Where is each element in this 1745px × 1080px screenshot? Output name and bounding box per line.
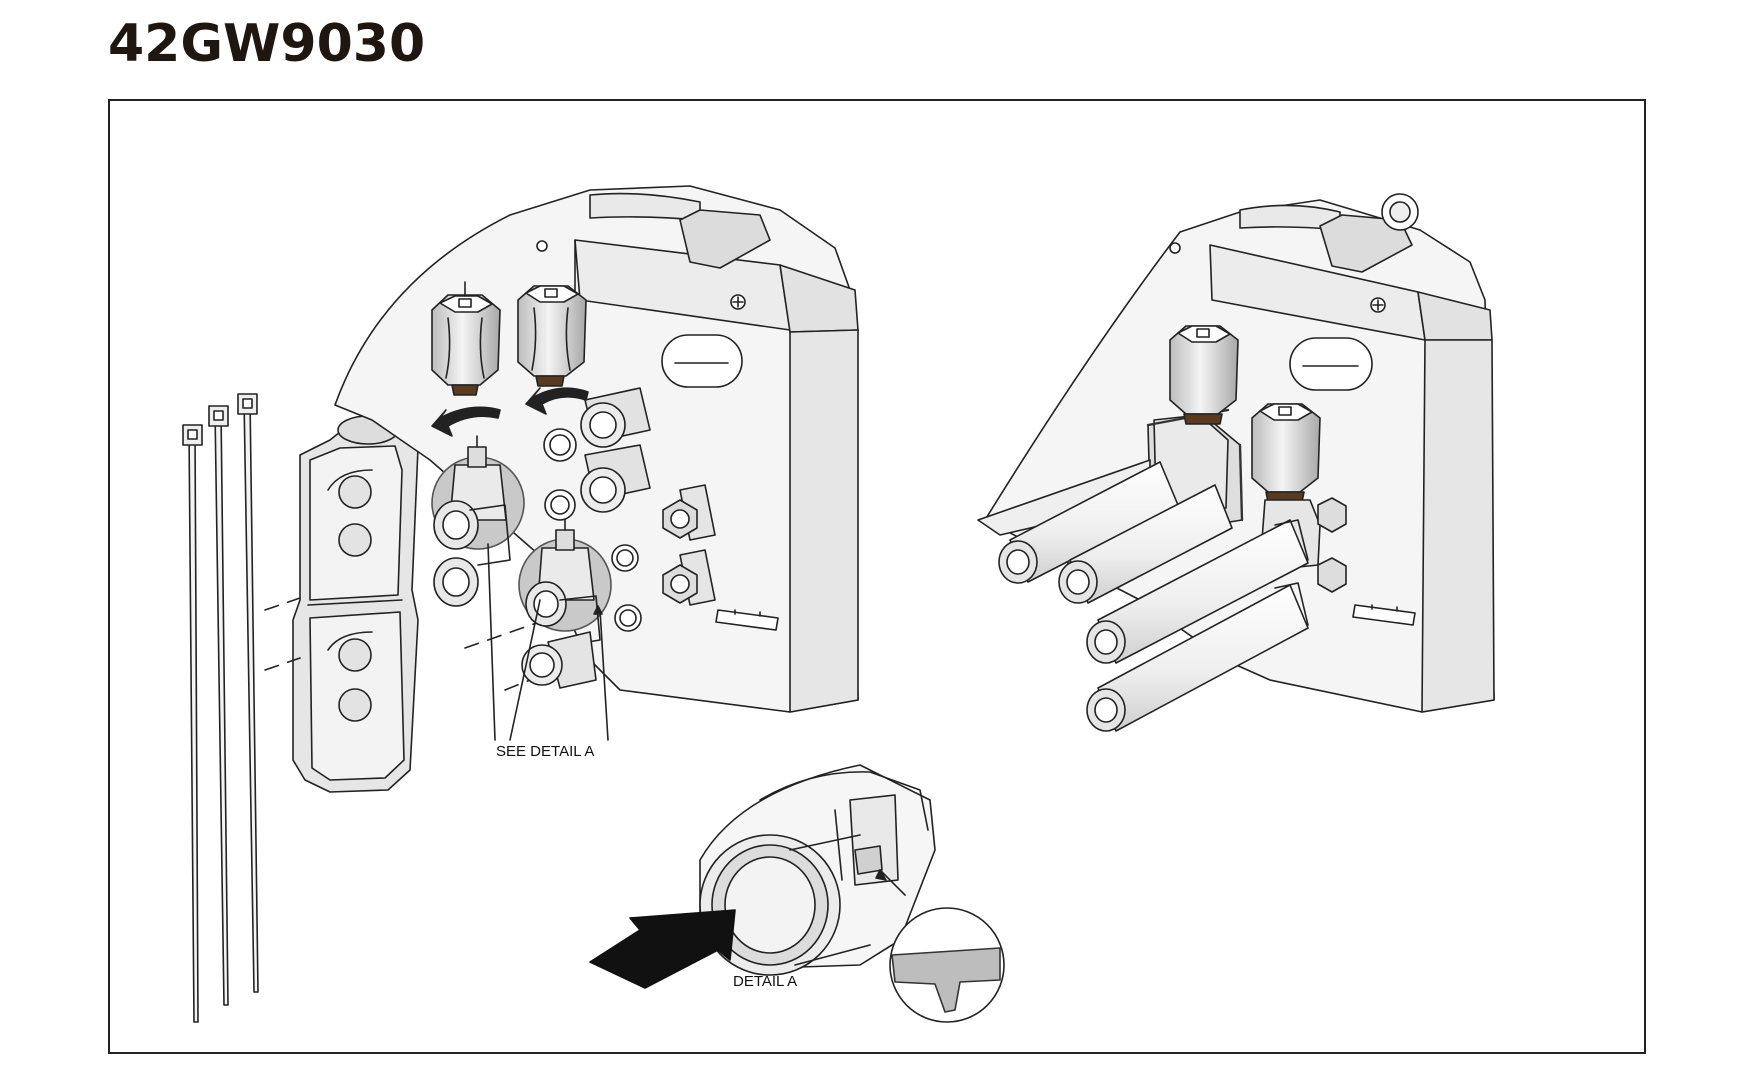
valve-cap-right — [517, 285, 587, 387]
detail-a-magnifier — [889, 907, 1005, 1023]
see-detail-callout: SEE DETAIL A — [496, 743, 594, 760]
insulation-shell — [292, 415, 419, 793]
detail-a-arrow — [589, 909, 736, 989]
detail-leaders — [487, 543, 609, 741]
drawing-frame — [108, 99, 1646, 1054]
model-title: 42GW9030 — [108, 14, 426, 74]
detail-a-label: DETAIL A — [733, 973, 797, 990]
detail-a-view — [699, 764, 936, 976]
fitting-bottom — [521, 631, 597, 689]
rotation-arrow-left — [431, 406, 501, 437]
valve-body-upper — [431, 435, 525, 607]
cable-ties — [182, 393, 259, 1023]
valve-cap-left — [431, 281, 501, 396]
boiler-right-assembled — [977, 193, 1495, 732]
rotation-arrow-right — [525, 387, 589, 415]
boiler-connections-left — [543, 387, 716, 632]
